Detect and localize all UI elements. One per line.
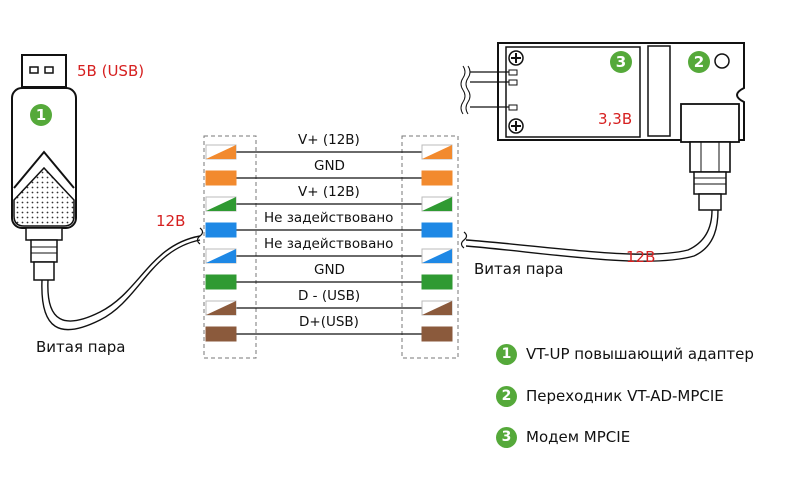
legend-item-adapter: 1 VT-UP повышающий адаптер [496,342,754,366]
left-12v-label: 12В [156,212,186,230]
wire-label: Не задействовано [263,210,395,226]
mpcie-adapter-board [460,42,745,211]
wire-terminal-left [205,196,237,212]
legend-item-board: 2 Переходник VT-AD-MPCIE [496,384,724,408]
badge-2-text: 2 [693,53,705,71]
wire-label: GND [313,262,346,278]
right-cable-label: Витая пара [474,260,564,278]
board-number-badge: 2 [688,51,710,73]
wire-terminal-right [421,326,453,342]
right-twisted-pair [465,209,719,262]
badge-1-text: 1 [35,106,47,124]
right-connector-frame [401,135,459,359]
right-12v-label: 12В [626,248,656,266]
wire-label: V+ (12В) [297,132,361,148]
wire-terminal-left [205,326,237,342]
left-cable-label: Витая пара [36,338,126,356]
wire-terminal-right [421,248,453,264]
modem-voltage-label: 3,3В [598,110,633,128]
wire-terminal-right [421,274,453,290]
legend-badge-2: 2 [496,385,517,407]
wire-terminal-right [421,196,453,212]
wire-terminal-left [205,170,237,186]
legend-text-3: Модем MPCIE [526,428,631,446]
badge-3-text: 3 [615,53,627,71]
legend-item-modem: 3 Модем MPCIE [496,425,630,449]
legend-badge-3: 3 [496,426,517,448]
wire-terminal-left [205,274,237,290]
left-twisted-pair [41,235,201,331]
wire-terminal-right [421,222,453,238]
wires-layer [205,144,453,342]
wire-label: V+ (12В) [297,184,361,200]
wire-label: D - (USB) [297,288,362,304]
modem-number-badge: 3 [610,51,632,73]
wire-label: Не задействовано [263,236,395,252]
wire-terminal-left [205,300,237,316]
wire-terminal-right [421,300,453,316]
left-connector-frame [203,135,257,359]
wire-label: GND [313,158,346,174]
adapter-number-badge: 1 [30,104,52,126]
wire-terminal-left [205,222,237,238]
wire-label: D+(USB) [298,314,360,330]
usb-voltage-label: 5В (USB) [77,62,145,80]
wire-terminal-left [205,248,237,264]
legend-badge-1: 1 [496,343,517,365]
wire-terminal-right [421,170,453,186]
legend-text-1: VT-UP повышающий адаптер [526,345,754,363]
usb-adapter [11,54,77,281]
wire-terminal-right [421,144,453,160]
legend-text-2: Переходник VT-AD-MPCIE [526,387,724,405]
wire-terminal-left [205,144,237,160]
